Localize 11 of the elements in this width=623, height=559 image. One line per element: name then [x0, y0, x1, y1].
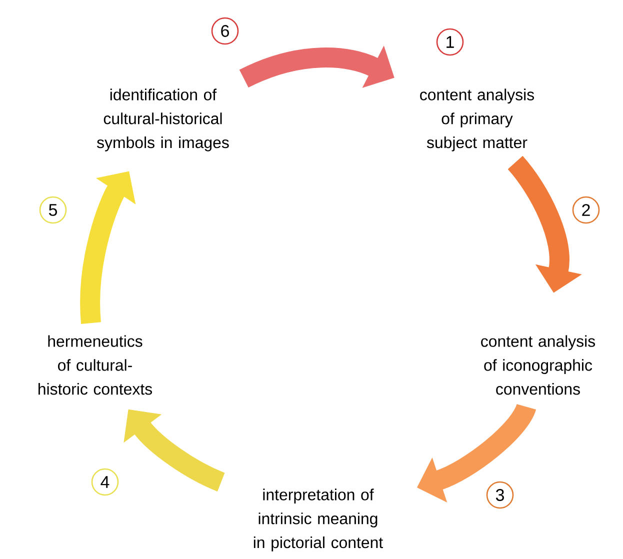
step-text: identification of cultural-historical symbols in images — [97, 88, 229, 152]
step-number: 6 — [211, 17, 239, 45]
step-number: 4 — [91, 468, 119, 496]
step-text: interpretation of intrinsic meaning in pictorial content — [254, 488, 383, 552]
step-number: 3 — [486, 481, 514, 509]
step-text: content analysis of iconographic conventions — [481, 335, 595, 395]
step-text: content analysis of primary subject matter — [420, 88, 534, 152]
step-number: 2 — [572, 196, 600, 224]
step-text: hermeneutics of cultural-historic contexts — [38, 335, 152, 395]
step-number: 1 — [436, 28, 464, 56]
step-number: 5 — [39, 196, 67, 224]
